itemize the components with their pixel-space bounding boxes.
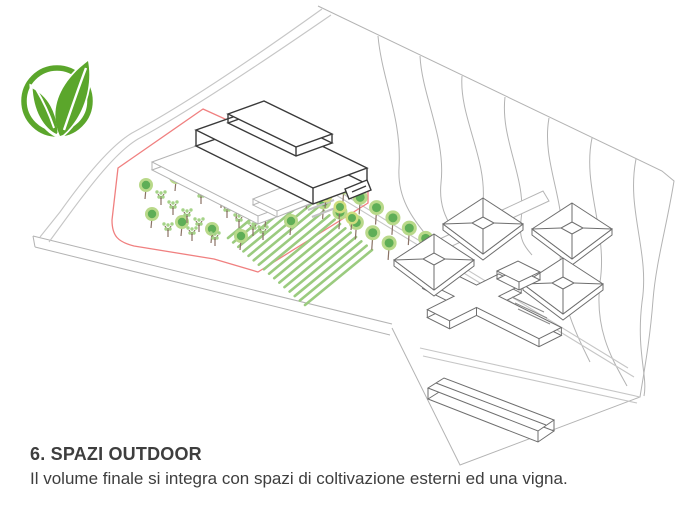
bar-building	[426, 377, 556, 443]
main-building	[150, 100, 372, 225]
logo-leaf-vein-2	[35, 88, 55, 129]
red-plot-boundary	[111, 108, 369, 273]
site-boundary	[32, 5, 675, 466]
page-description: Il volume finale si integra con spazi di…	[30, 469, 568, 488]
logo-leaf-vein	[62, 67, 88, 131]
page-title: 6. SPAZI OUTDOOR	[30, 444, 202, 464]
pavilion-complex	[393, 197, 613, 348]
eco-leaf-logo	[21, 57, 93, 139]
caption-block: 6. SPAZI OUTDOOR Il volume finale si int…	[30, 444, 568, 489]
